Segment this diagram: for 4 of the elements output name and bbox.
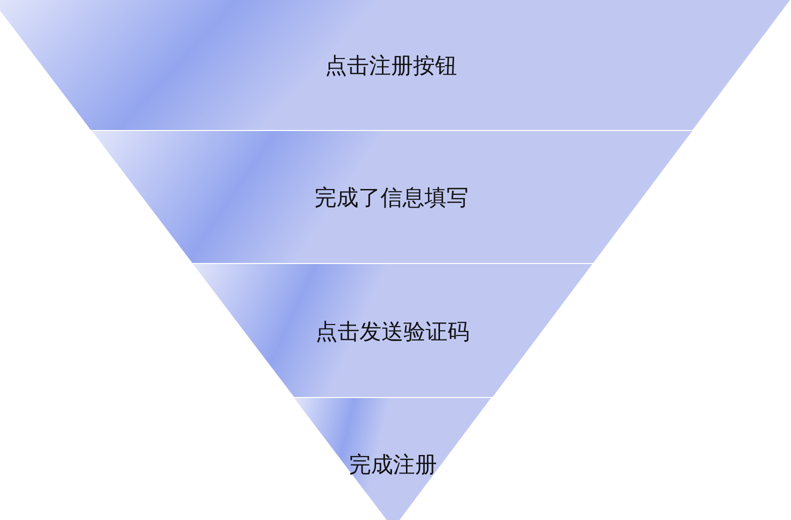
stage-label: 点击发送验证码 bbox=[314, 318, 470, 346]
stage-label: 点击注册按钮 bbox=[324, 53, 458, 81]
stage-label: 完成了信息填写 bbox=[314, 185, 470, 213]
stage-label: 完成注册 bbox=[348, 452, 438, 480]
